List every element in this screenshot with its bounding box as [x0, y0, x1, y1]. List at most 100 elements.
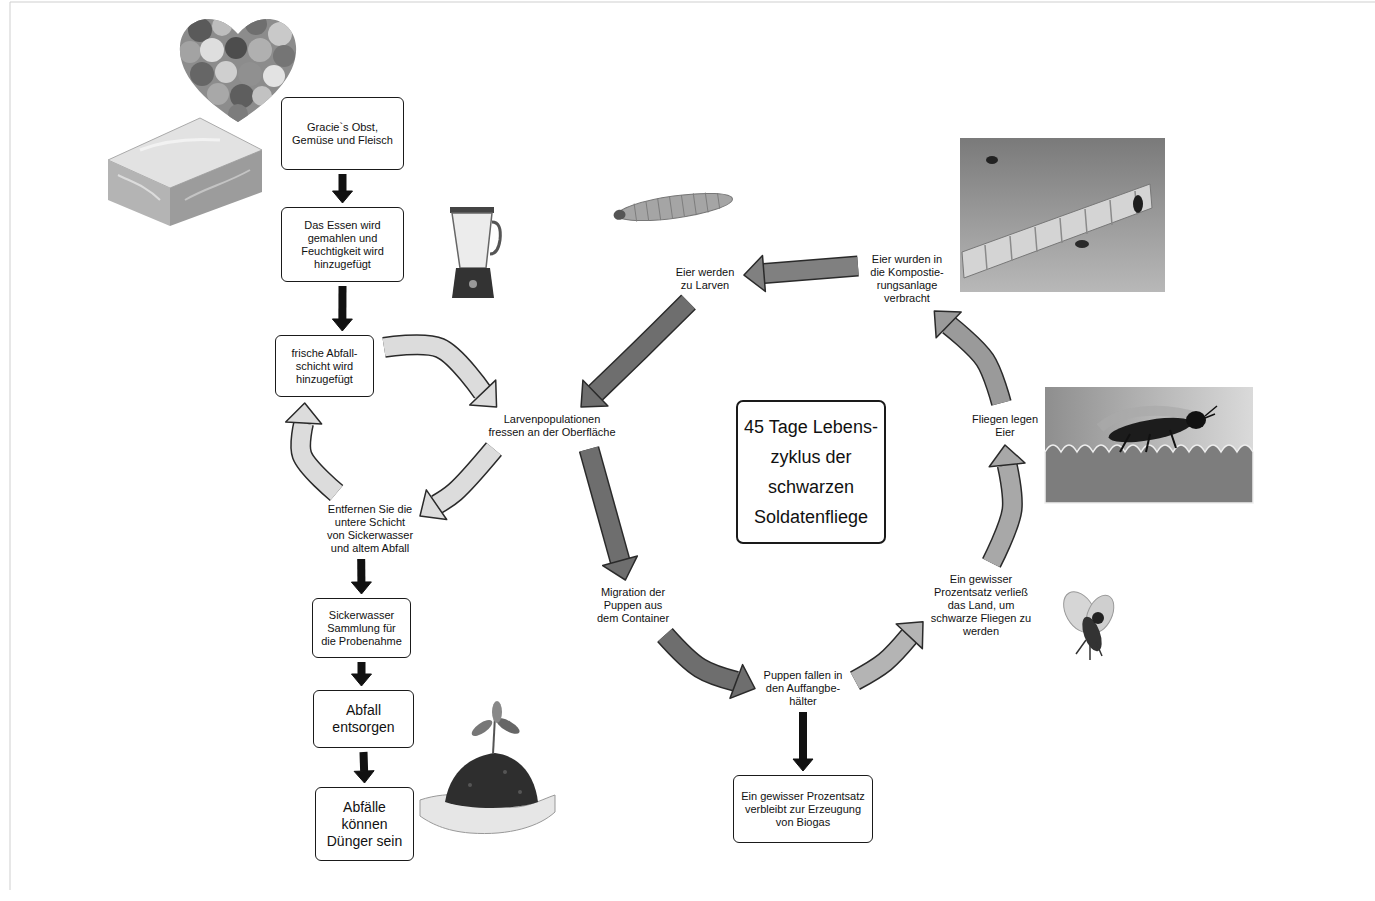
fly-on-cardboard-photo	[1120, 430, 1176, 452]
fly-on-cardboard-photo	[1205, 406, 1217, 418]
flow-arrow	[354, 752, 374, 783]
step-label: Eier wurden in die Kompostie- rungsanlag…	[868, 253, 946, 305]
frame-line	[10, 2, 1375, 890]
fruit-heart-picture	[225, 37, 247, 59]
larva-picture	[634, 190, 720, 223]
arrow-body	[339, 174, 347, 191]
arrow-head	[470, 380, 497, 407]
step-label: Eier werden zu Larven	[672, 266, 738, 292]
arrow-head	[581, 380, 608, 407]
blender-picture	[450, 207, 500, 298]
arrow-head	[730, 665, 755, 699]
egg-trap-photo	[1075, 240, 1089, 248]
fruit-heart-picture	[263, 65, 285, 87]
fruit-heart-picture	[238, 62, 262, 86]
fly-on-cardboard-photo	[1186, 411, 1206, 429]
fly-on-cardboard-photo	[1045, 387, 1253, 503]
node-text: Migration der Puppen aus dem Container	[595, 586, 671, 625]
fly-on-cardboard-photo	[1045, 387, 1253, 503]
flow-arrow	[333, 174, 353, 203]
larva-picture	[613, 209, 626, 221]
fly-picture	[1076, 640, 1102, 660]
blender-picture	[452, 213, 492, 268]
meat-picture	[108, 160, 170, 226]
arrow-body	[799, 712, 807, 759]
blender-picture	[490, 222, 500, 254]
arrow-outline	[665, 635, 736, 682]
node-text: Ein gewisser Prozentsatz verbleibt zur E…	[738, 790, 868, 829]
arrow-outline	[301, 423, 337, 493]
process-box: Abfälle können Dünger sein	[315, 787, 414, 861]
arrow-body	[384, 345, 483, 393]
step-label: Larvenpopulationen fressen an der Oberfl…	[486, 413, 618, 439]
node-text: 45 Tage Lebens- zyklus der schwarzen Sol…	[744, 412, 878, 532]
step-label: Entfernen Sie die untere Schicht von Sic…	[326, 503, 414, 555]
fly-on-cardboard-photo	[1107, 413, 1193, 447]
arrow-head	[354, 771, 374, 783]
meat-picture	[185, 170, 250, 200]
arrow-body	[595, 302, 688, 393]
arrow-outline	[991, 465, 1012, 563]
flow-arrow	[665, 635, 755, 698]
arrow-body	[357, 662, 365, 674]
node-text: Sickerwasser Sammlung für die Probenahme	[320, 609, 403, 648]
flow-arrow	[934, 311, 1001, 403]
arrow-body	[436, 449, 493, 505]
fruit-heart-picture	[212, 16, 232, 36]
arrow-body	[589, 449, 620, 561]
arrow-head	[332, 319, 352, 331]
fruit-heart-picture	[190, 62, 214, 86]
fruit-heart-picture	[248, 38, 272, 62]
fruit-heart-picture	[228, 104, 248, 124]
arrow-head	[351, 674, 371, 686]
node-text: Abfälle können Dünger sein	[324, 799, 405, 850]
fly-picture	[1092, 612, 1104, 624]
arrow-head	[286, 403, 322, 424]
arrow-outline	[436, 449, 493, 505]
frame-line	[10, 2, 1375, 3]
flow-arrow	[351, 559, 371, 594]
flow-arrow	[581, 302, 688, 407]
soil-hand-picture	[503, 770, 507, 774]
step-label: Migration der Puppen aus dem Container	[595, 586, 671, 625]
fly-picture	[1057, 586, 1119, 660]
arrow-body	[855, 636, 909, 680]
fruit-heart-picture	[188, 18, 212, 42]
egg-trap-photo	[986, 156, 998, 164]
node-text: Fliegen legen Eier	[969, 413, 1041, 439]
arrow-head	[896, 622, 923, 649]
flow-arrow	[855, 622, 923, 681]
arrow-body	[360, 752, 369, 771]
fruit-heart-picture	[207, 83, 229, 105]
arrow-body	[764, 266, 858, 274]
arrow-outline	[589, 449, 620, 561]
fruit-heart-picture	[200, 38, 224, 62]
node-text: Larvenpopulationen fressen an der Oberfl…	[486, 413, 618, 439]
process-box: frische Abfall- schicht wird hinzugefügt	[275, 335, 374, 397]
fruit-heart-picture	[215, 61, 237, 83]
arrow-outline	[384, 345, 483, 393]
arrow-head	[351, 582, 371, 594]
arrow-head	[333, 191, 353, 203]
process-box: Gracie`s Obst, Gemüse und Fleisch	[281, 97, 404, 170]
egg-trap-photo	[962, 184, 1152, 278]
fruit-heart-picture	[230, 84, 254, 108]
arrow-head	[989, 445, 1025, 467]
soil-hand-picture	[420, 701, 555, 834]
step-label: Fliegen legen Eier	[969, 413, 1041, 439]
fruit-heart-picture	[245, 13, 267, 35]
node-text: Abfall entsorgen	[322, 702, 405, 736]
arrow-head	[934, 311, 961, 338]
step-label: Ein gewisser Prozentsatz verließ das Lan…	[929, 573, 1033, 638]
arrow-body	[357, 559, 365, 582]
blender-picture	[469, 280, 477, 288]
egg-trap-photo	[960, 138, 1165, 292]
meat-picture	[108, 118, 262, 226]
arrow-body	[665, 635, 736, 682]
flow-arrow	[744, 256, 858, 292]
soil-hand-picture	[468, 783, 472, 787]
flow-arrow	[420, 449, 494, 520]
flow-arrow	[351, 662, 371, 686]
process-box: Ein gewisser Prozentsatz verbleibt zur E…	[733, 775, 873, 843]
